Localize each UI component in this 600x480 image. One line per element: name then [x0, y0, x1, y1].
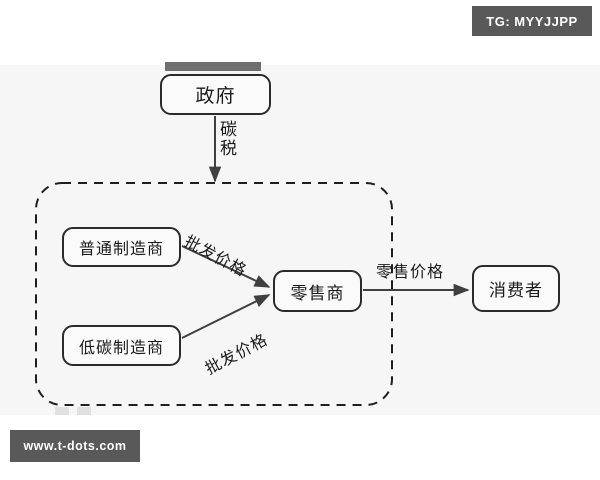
node-consumer-label: 消费者 — [489, 281, 543, 300]
redaction-bar-bottom — [55, 407, 385, 415]
edge-label-retail-price: 零售价格 — [376, 264, 445, 281]
node-lowcarbon-manufacturer-label: 低碳制造商 — [78, 339, 164, 357]
node-government-label: 政府 — [195, 86, 236, 107]
supply-chain-boundary — [35, 182, 393, 406]
telegram-watermark-badge: TG: MYYJJPP — [472, 6, 592, 36]
edge-ordinary-to-retailer — [181, 245, 271, 288]
edge-label-carbon-tax: 碳税 — [217, 120, 236, 158]
node-lowcarbon-manufacturer[interactable]: 低碳制造商 — [62, 325, 181, 366]
site-watermark-badge: www.t-dots.com — [10, 430, 140, 462]
node-consumer[interactable]: 消费者 — [472, 265, 560, 312]
node-government[interactable]: 政府 — [160, 74, 271, 115]
node-ordinary-manufacturer-label: 普通制造商 — [78, 241, 164, 258]
redaction-bar-top — [165, 62, 261, 71]
node-retailer[interactable]: 零售商 — [273, 270, 362, 312]
edge-lowcarbon-to-retailer — [181, 294, 271, 339]
node-retailer-label: 零售商 — [290, 283, 345, 303]
node-ordinary-manufacturer[interactable]: 普通制造商 — [62, 227, 181, 267]
